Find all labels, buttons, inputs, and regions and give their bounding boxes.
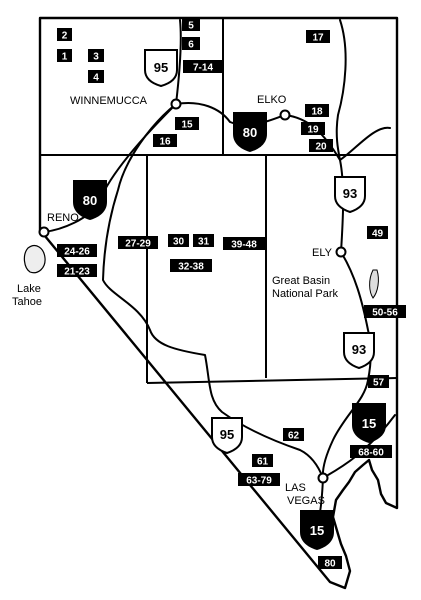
area-label-20: 20 — [309, 139, 333, 153]
svg-text:32-38: 32-38 — [178, 262, 204, 273]
area-label-24-26: 24-26 — [57, 244, 97, 258]
area-label-61: 61 — [252, 454, 273, 468]
place-lake-tahoe-line1: Lake — [17, 283, 41, 295]
svg-text:95: 95 — [154, 60, 168, 75]
svg-text:49: 49 — [372, 229, 384, 240]
ely-marker — [335, 246, 347, 258]
us95-south-shield: 95 — [211, 417, 243, 455]
city-las-vegas-line2: VEGAS — [287, 495, 325, 507]
svg-text:5: 5 — [188, 21, 194, 32]
city-reno: RENO — [47, 212, 79, 224]
area-label-6: 6 — [182, 37, 200, 51]
svg-text:16: 16 — [159, 137, 171, 148]
area-label-57: 57 — [368, 375, 389, 389]
svg-text:15: 15 — [181, 120, 193, 131]
svg-text:57: 57 — [373, 378, 385, 389]
area-label-4: 4 — [88, 70, 104, 84]
i80-west-shield: 80 — [73, 180, 107, 220]
area-label-49: 49 — [367, 226, 388, 240]
svg-text:50-56: 50-56 — [372, 308, 398, 319]
elko-marker — [279, 109, 291, 121]
svg-text:80: 80 — [243, 125, 257, 140]
svg-text:4: 4 — [93, 73, 99, 84]
area-label-68-60: 68-60 — [350, 445, 392, 459]
reno-marker — [38, 226, 50, 238]
svg-text:20: 20 — [315, 142, 327, 153]
las-vegas-marker — [317, 472, 329, 484]
area-label-63-79: 63-79 — [238, 473, 280, 487]
us95-north-shield: 95 — [144, 49, 178, 88]
place-great-basin-line2: National Park — [272, 288, 339, 300]
area-label-1: 1 — [57, 49, 72, 63]
svg-text:6: 6 — [188, 40, 194, 51]
area-label-16: 16 — [153, 134, 177, 148]
svg-text:39-48: 39-48 — [231, 240, 257, 251]
i15-north-shield: 15 — [352, 403, 386, 443]
svg-text:61: 61 — [257, 457, 269, 468]
svg-text:63-79: 63-79 — [246, 476, 272, 487]
us93-north-shield: 93 — [334, 176, 366, 214]
svg-text:24-26: 24-26 — [64, 247, 90, 258]
svg-text:15: 15 — [310, 523, 324, 538]
lake-tahoe — [23, 245, 46, 274]
area-label-2: 2 — [57, 28, 72, 42]
svg-text:21-23: 21-23 — [64, 267, 90, 278]
city-winnemucca: WINNEMUCCA — [70, 95, 148, 107]
i15-south-shield: 15 — [300, 510, 334, 550]
svg-text:2: 2 — [62, 31, 68, 42]
svg-text:80: 80 — [83, 193, 97, 208]
svg-text:31: 31 — [198, 237, 210, 248]
svg-text:17: 17 — [312, 33, 324, 44]
us93-south-shield: 93 — [343, 332, 375, 370]
area-label-5: 5 — [182, 18, 200, 32]
great-basin-lake — [369, 269, 379, 299]
winnemucca-marker — [170, 98, 182, 110]
svg-text:19: 19 — [307, 125, 319, 136]
area-label-30: 30 — [168, 234, 189, 248]
area-label-17: 17 — [306, 30, 330, 44]
svg-text:18: 18 — [311, 107, 323, 118]
area-label-7-14: 7-14 — [183, 60, 223, 74]
svg-text:80: 80 — [324, 559, 336, 570]
area-label-32-38: 32-38 — [170, 259, 212, 273]
area-label-18: 18 — [305, 104, 329, 118]
area-label-27-29: 27-29 — [118, 236, 158, 250]
place-lake-tahoe-line2: Tahoe — [12, 296, 42, 308]
area-label-21-23: 21-23 — [57, 264, 97, 278]
area-label-19: 19 — [301, 122, 325, 136]
svg-text:93: 93 — [343, 186, 357, 201]
place-great-basin-line1: Great Basin — [272, 275, 330, 287]
area-label-39-48: 39-48 — [223, 237, 265, 251]
svg-text:93: 93 — [352, 342, 366, 357]
area-label-80: 80 — [318, 556, 342, 570]
svg-text:1: 1 — [62, 52, 68, 63]
i80-east-shield: 80 — [233, 112, 267, 152]
svg-text:68-60: 68-60 — [358, 448, 384, 459]
svg-text:27-29: 27-29 — [125, 239, 151, 250]
city-ely: ELY — [312, 247, 333, 259]
svg-text:3: 3 — [93, 52, 99, 63]
svg-text:7-14: 7-14 — [193, 63, 213, 74]
svg-text:62: 62 — [288, 431, 300, 442]
svg-text:30: 30 — [173, 237, 185, 248]
area-label-15: 15 — [175, 117, 199, 131]
city-las-vegas-line1: LAS — [285, 482, 306, 494]
state-outline — [38, 16, 399, 590]
area-label-62: 62 — [283, 428, 304, 442]
area-label-50-56: 50-56 — [364, 305, 406, 319]
area-labels: 2 1 3 4 5 6 7-14 15 16 17 18 19 20 24-26… — [57, 18, 406, 570]
svg-text:95: 95 — [220, 427, 234, 442]
area-label-3: 3 — [88, 49, 104, 63]
area-label-31: 31 — [193, 234, 214, 248]
city-markers — [38, 98, 347, 484]
city-elko: ELKO — [257, 94, 287, 106]
svg-text:15: 15 — [362, 416, 376, 431]
